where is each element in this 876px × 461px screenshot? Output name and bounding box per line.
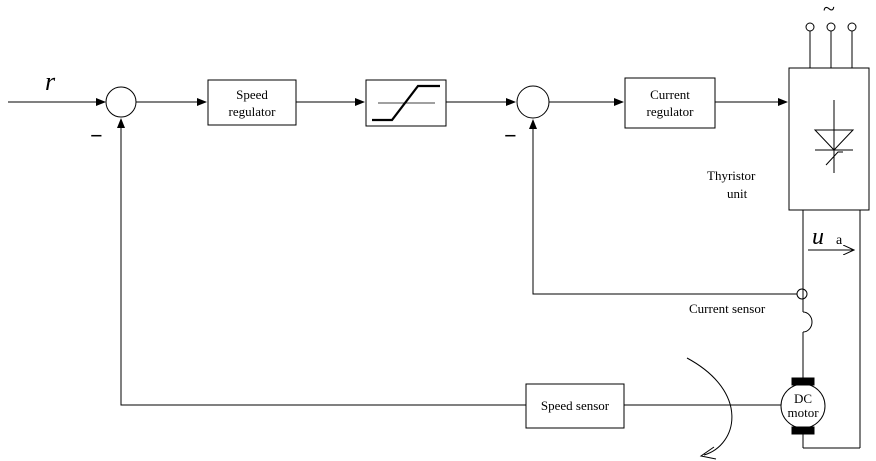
thyristor-label-1: Thyristor (707, 168, 756, 183)
limiter-curve (372, 84, 440, 122)
minus-sign-2: − (504, 123, 517, 148)
summing-junction-2 (516, 85, 550, 119)
voltage-subscript: a (836, 233, 843, 248)
current-sensor-node (796, 288, 808, 300)
speed-regulator-label-2: regulator (229, 104, 277, 119)
speed-sensor-block (525, 383, 625, 429)
motor-brush-top (791, 377, 815, 386)
thyristor-unit-block (788, 67, 870, 211)
thyristor-label-2: unit (727, 186, 748, 201)
current-regulator-label-1: Current (650, 87, 690, 102)
tilde-label: ~ (823, 0, 835, 21)
supply-terminal-3 (847, 22, 857, 32)
supply-terminal-2 (826, 22, 836, 32)
speed-sensor-label: Speed sensor (541, 398, 610, 413)
motor-brush-bottom (791, 426, 815, 435)
current-regulator-block (624, 77, 716, 129)
speed-feedback-line (117, 118, 526, 406)
summing-junction-1 (105, 86, 137, 118)
speed-regulator-label-1: Speed (236, 87, 268, 102)
motor-label-2: motor (787, 405, 819, 420)
rotation-arrow (686, 357, 733, 456)
supply-terminal-1 (805, 22, 815, 32)
voltage-symbol: u (812, 224, 824, 250)
input-label: r (45, 67, 56, 96)
current-sensor-loop (802, 311, 813, 333)
thyristor-icon (813, 100, 855, 173)
limiter-block (365, 79, 447, 127)
current-feedback-line (529, 119, 797, 295)
rotation-arrow-head (699, 446, 717, 460)
current-sensor-label: Current sensor (689, 301, 766, 316)
minus-sign-1: − (90, 123, 103, 148)
motor-label-1: DC (794, 391, 812, 406)
current-regulator-label-2: regulator (647, 104, 695, 119)
